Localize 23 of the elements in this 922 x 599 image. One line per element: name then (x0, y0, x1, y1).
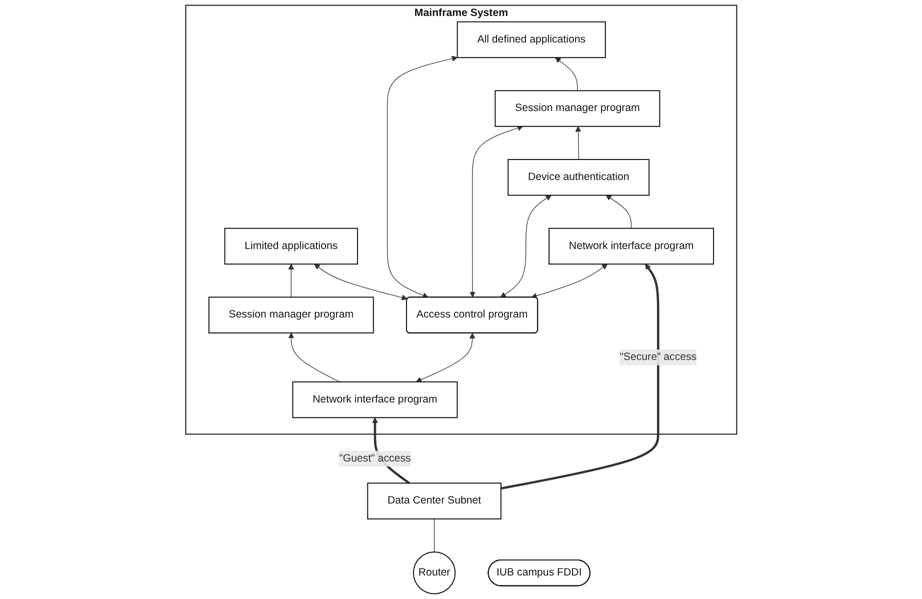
arrow (288, 332, 340, 382)
arrow (386, 56, 458, 298)
node-box: Limited applications (224, 228, 358, 265)
arrow (575, 126, 581, 160)
node-box: Network interface program (292, 381, 458, 418)
node-circle: Router (412, 552, 456, 594)
arrow (605, 194, 632, 229)
node-box: All defined applications (456, 21, 606, 58)
arrow (314, 264, 408, 300)
node-box: Session manager program (208, 296, 374, 334)
edge-label: "Secure" access (619, 351, 696, 363)
arrow (530, 264, 608, 299)
edge-label: "Guest" access (338, 452, 411, 464)
arrow (554, 57, 578, 91)
node-box: Data Center Subnet (366, 482, 502, 520)
node-box: Device authentication (507, 159, 650, 196)
arrow (416, 332, 475, 382)
arrow (500, 194, 552, 298)
node-box: Session manager program (494, 90, 660, 127)
arrow (469, 125, 523, 298)
node-box: Network interface program (548, 228, 714, 265)
arrow (500, 264, 660, 490)
arrow (288, 264, 294, 298)
